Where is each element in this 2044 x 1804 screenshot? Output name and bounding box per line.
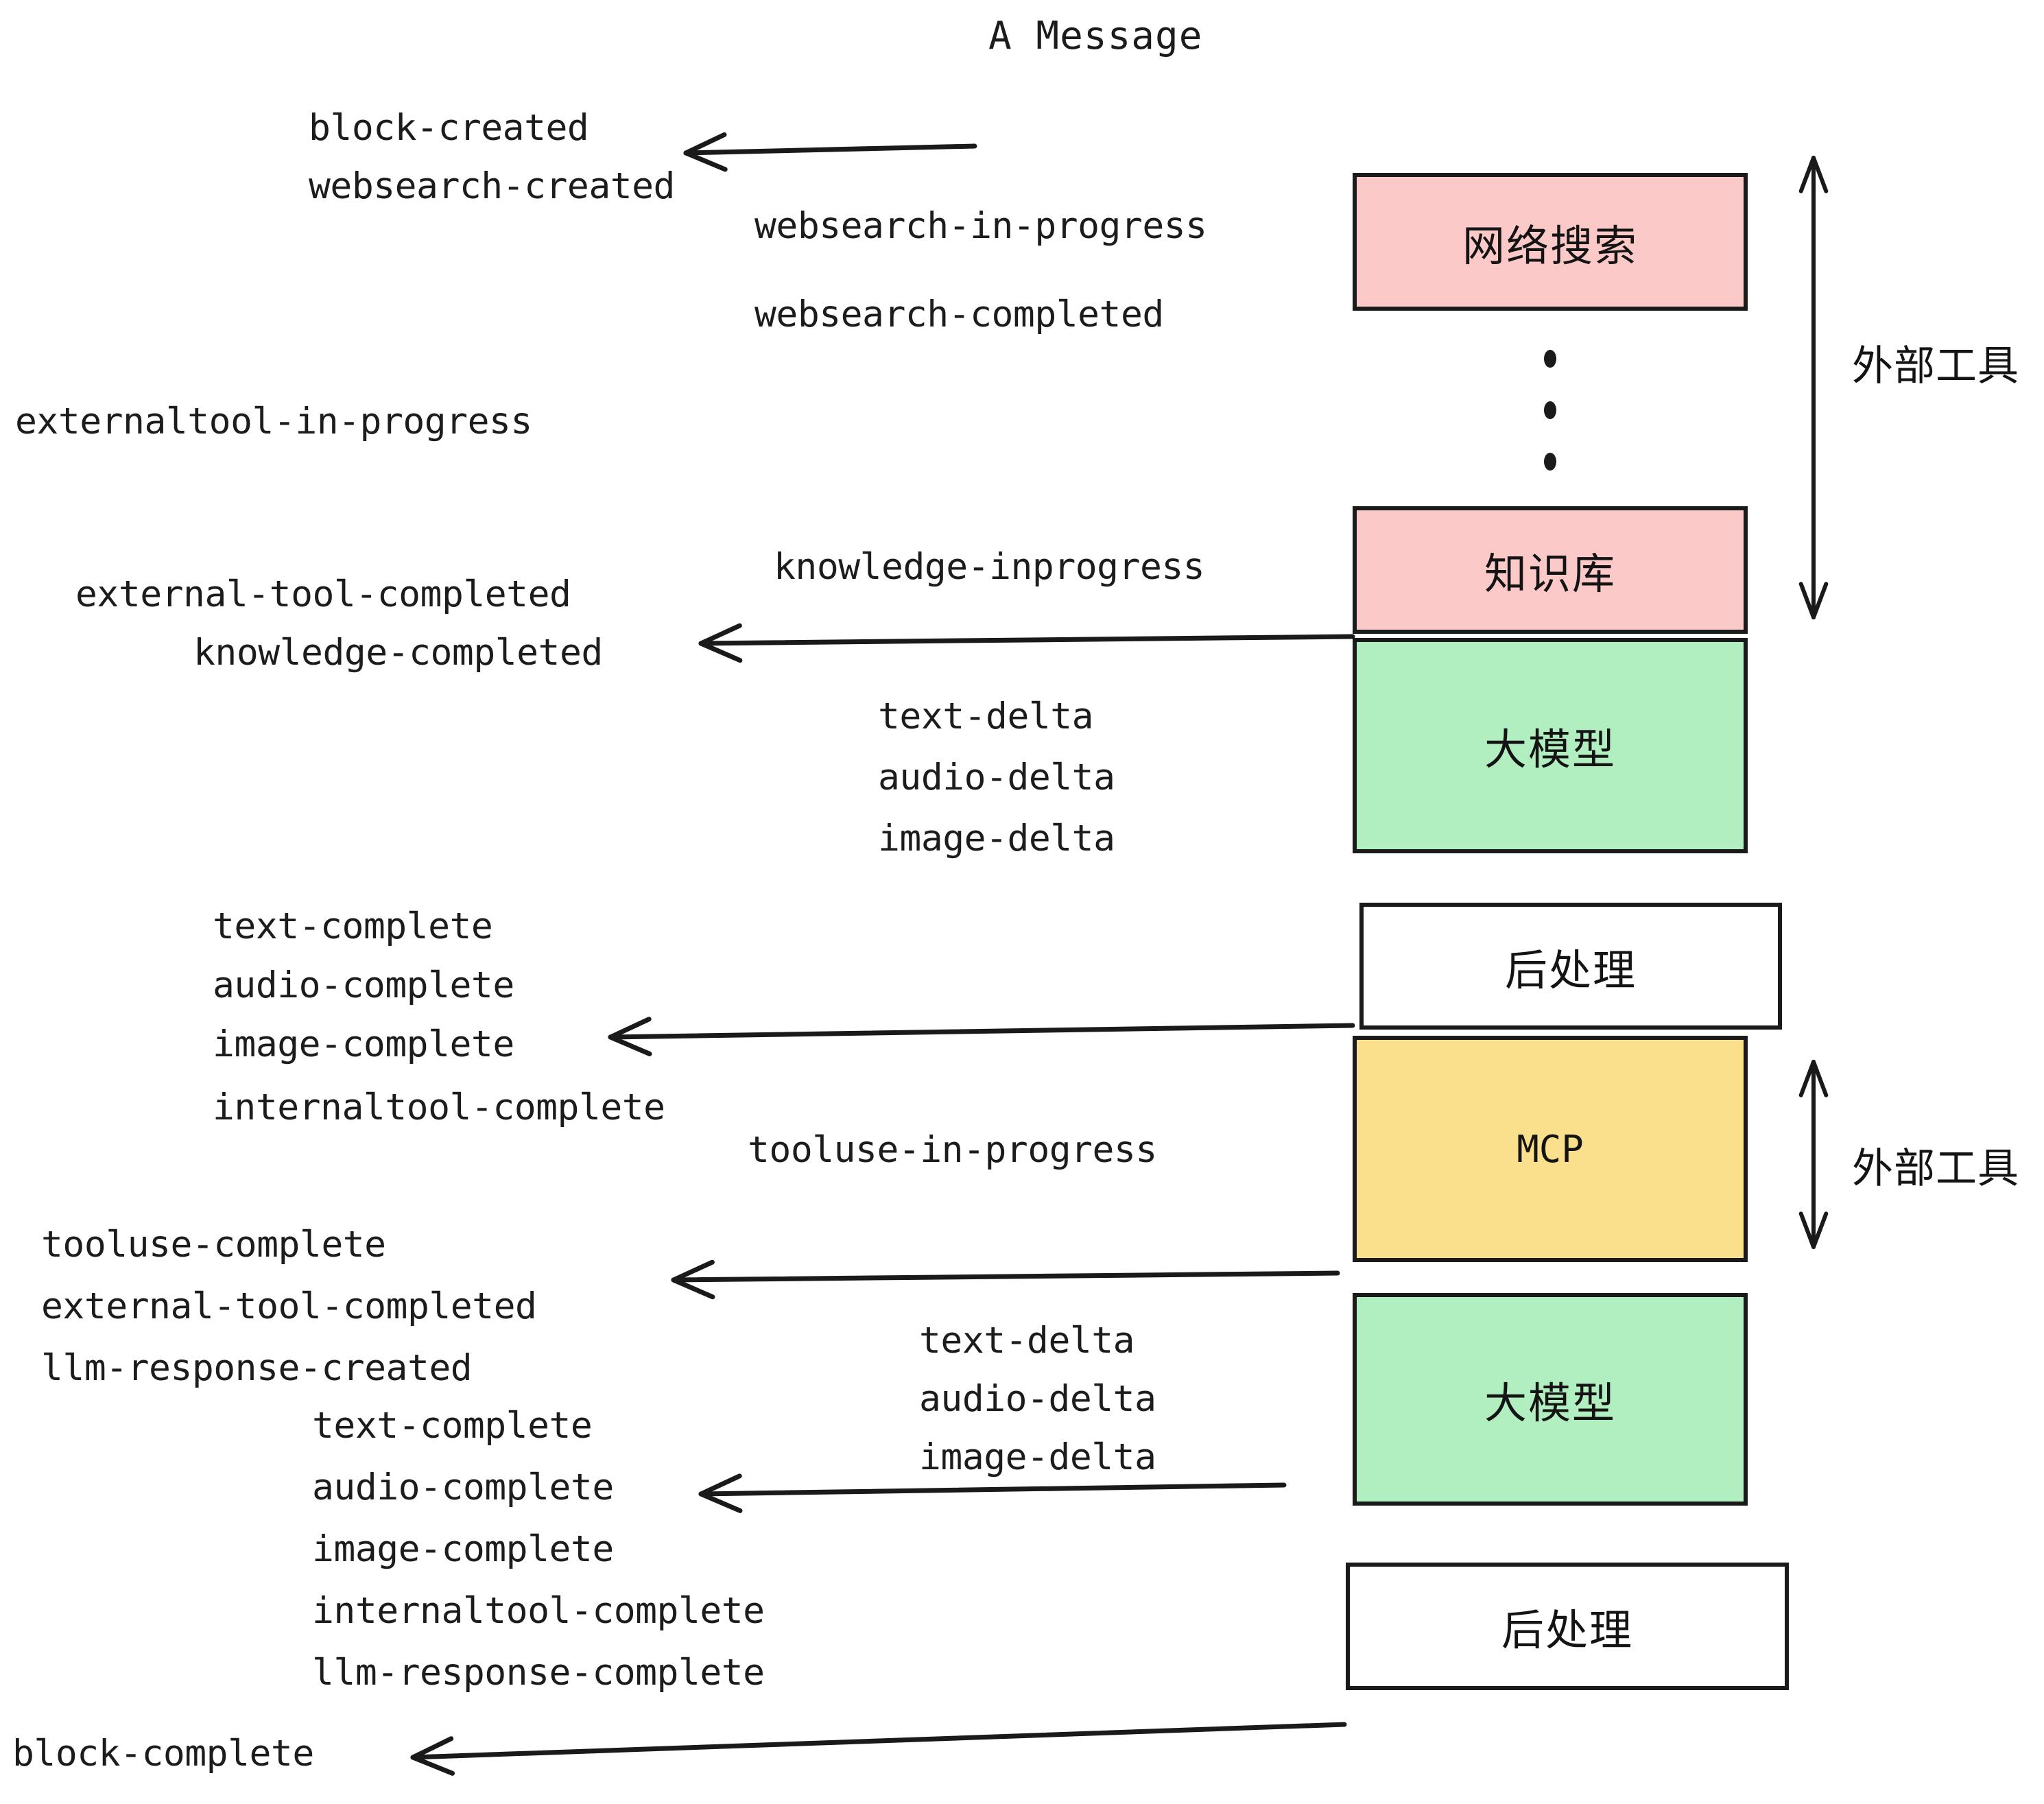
event-label-knowledge-completed: knowledge-completed — [193, 632, 603, 674]
arrow-audio-complete-head — [698, 1473, 743, 1513]
arrow-block-complete-head — [410, 1736, 455, 1776]
ellipsis-dot-3 — [1544, 453, 1556, 471]
node-label: 大模型 — [1484, 724, 1616, 774]
node-label: 网络搜索 — [1462, 220, 1638, 271]
group-label-external-tools-top: 外部工具 — [1852, 342, 2019, 390]
event-label-image-complete-1: image-complete — [213, 1023, 514, 1065]
group-label-external-tools-bottom: 外部工具 — [1852, 1145, 2019, 1193]
node-mcp[interactable]: MCP — [1353, 1036, 1748, 1262]
event-label-block-created: block-created — [309, 107, 589, 149]
event-label-text-delta-1: text-delta — [878, 696, 1094, 737]
node-label: 后处理 — [1501, 1605, 1633, 1655]
node-postprocess-2[interactable]: 后处理 — [1346, 1563, 1789, 1690]
event-label-websearch-completed: websearch-completed — [754, 294, 1164, 335]
event-label-external-tool-completed-1: external-tool-completed — [75, 573, 571, 615]
event-label-knowledge-inprogress: knowledge-inprogress — [774, 546, 1205, 588]
event-label-tooluse-complete: tooluse-complete — [41, 1224, 386, 1266]
arrow-block-complete — [410, 1722, 1347, 1776]
event-label-internaltool-complete-2: internaltool-complete — [312, 1590, 765, 1632]
event-label-tooluse-in-progress: tooluse-in-progress — [748, 1129, 1157, 1171]
node-llm-2[interactable]: 大模型 — [1353, 1293, 1748, 1506]
arrow-audio-complete — [698, 1473, 1287, 1513]
ellipsis-dot-1 — [1544, 350, 1556, 368]
event-label-websearch-created: websearch-created — [309, 165, 675, 207]
event-label-audio-delta-1: audio-delta — [878, 757, 1115, 798]
event-label-text-delta-2: text-delta — [919, 1320, 1135, 1362]
event-label-text-complete-1: text-complete — [213, 905, 493, 947]
arrow-image-complete — [608, 1017, 1355, 1056]
event-label-internaltool-complete-1: internaltool-complete — [213, 1087, 665, 1128]
external-tools-top-arrow-head-up — [1798, 156, 1829, 193]
event-label-image-delta-1: image-delta — [878, 818, 1115, 859]
arrow-tooluse-done — [671, 1259, 1340, 1300]
node-label: 后处理 — [1504, 945, 1637, 995]
node-knowledge[interactable]: 知识库 — [1353, 506, 1748, 634]
node-label: 大模型 — [1484, 1378, 1616, 1428]
event-label-llm-response-complete: llm-response-complete — [312, 1652, 765, 1694]
arrow-image-complete-head — [608, 1017, 652, 1056]
external-tools-top-arrow — [1798, 156, 1829, 619]
event-label-text-complete-2: text-complete — [312, 1405, 593, 1447]
arrow-block-created — [683, 132, 977, 172]
node-llm-1[interactable]: 大模型 — [1353, 638, 1748, 853]
node-postprocess-1[interactable]: 后处理 — [1359, 903, 1782, 1030]
event-label-externaltool-in-progress: externaltool-in-progress — [15, 401, 532, 442]
event-label-audio-delta-2: audio-delta — [919, 1378, 1156, 1420]
event-label-image-delta-2: image-delta — [919, 1436, 1156, 1478]
node-websearch[interactable]: 网络搜索 — [1353, 173, 1748, 311]
arrow-tooluse-done-head — [671, 1259, 715, 1300]
external-tools-top-arrow-head-down — [1798, 582, 1829, 619]
event-label-llm-response-created: llm-response-created — [41, 1347, 473, 1389]
event-label-websearch-in-progress: websearch-in-progress — [754, 205, 1207, 247]
external-tools-bottom-arrow — [1798, 1060, 1829, 1249]
node-label: MCP — [1517, 1127, 1584, 1171]
event-label-audio-complete-2: audio-complete — [312, 1467, 614, 1508]
page-title: A Message — [988, 14, 1203, 58]
node-label: 知识库 — [1484, 549, 1616, 599]
arrow-knowledge-done-head — [698, 623, 743, 663]
external-tools-bottom-arrow-head-up — [1798, 1060, 1829, 1097]
arrow-layer — [410, 132, 1829, 1776]
event-label-image-complete-2: image-complete — [312, 1528, 614, 1570]
ellipsis-dot-2 — [1544, 401, 1556, 419]
event-label-audio-complete-1: audio-complete — [213, 964, 514, 1006]
arrow-knowledge-done — [698, 623, 1355, 663]
event-label-block-complete: block-complete — [12, 1733, 314, 1775]
event-label-external-tool-completed-2: external-tool-completed — [41, 1285, 537, 1327]
arrow-block-created-head — [683, 132, 728, 172]
external-tools-bottom-arrow-head-down — [1798, 1211, 1829, 1249]
